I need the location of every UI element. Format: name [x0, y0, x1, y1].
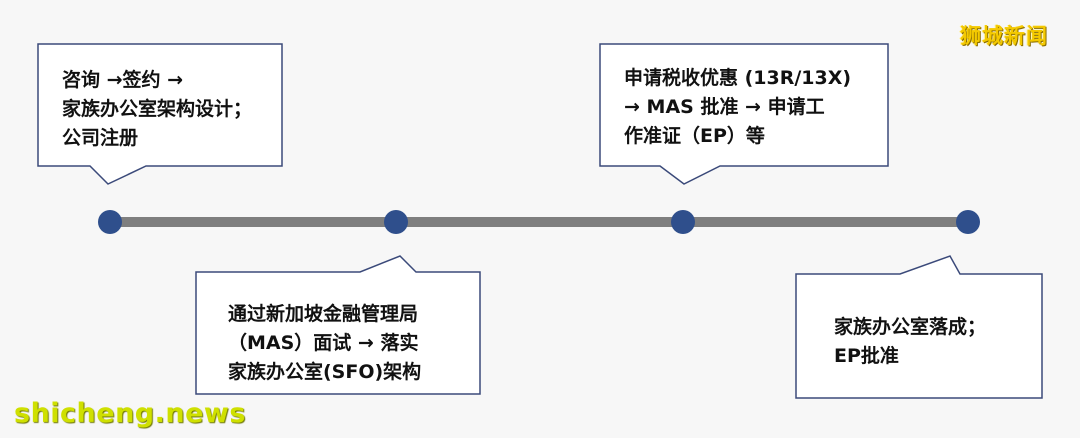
stage-3-line-2: → MAS 批准 → 申请工	[624, 96, 825, 118]
stage-note-3: 申请税收优惠 (13R/13X) → MAS 批准 → 申请工 作准证（EP）等	[624, 64, 874, 151]
callout-box-4	[795, 255, 1043, 399]
watermark-logo: 狮城新闻	[960, 24, 1048, 48]
stage-1-line-3: 公司注册	[62, 127, 139, 149]
timeline-node-2	[384, 210, 408, 234]
callout-box-1	[37, 43, 283, 185]
stage-4-line-1: 家族办公室落成；	[834, 316, 987, 338]
stage-note-4: 家族办公室落成； EP批准	[834, 313, 1024, 371]
stage-note-2: 通过新加坡金融管理局 （MAS）面试 → 落实 家族办公室(SFO)架构	[228, 300, 468, 387]
stage-3-line-1: 申请税收优惠 (13R/13X)	[624, 67, 852, 89]
timeline-node-4	[956, 210, 980, 234]
timeline-node-1	[98, 210, 122, 234]
stage-4-line-2: EP批准	[834, 345, 899, 367]
stage-1-line-1: 咨询 →签约 →	[62, 69, 184, 91]
callout-box-2	[195, 255, 481, 395]
stage-2-line-1: 通过新加坡金融管理局	[228, 303, 419, 325]
stage-2-line-2: （MAS）面试 → 落实	[228, 332, 419, 354]
stage-1-line-2: 家族办公室架构设计；	[62, 98, 253, 120]
callout-box-3	[599, 43, 889, 185]
timeline-node-3	[671, 210, 695, 234]
footer-site-name: shicheng.news	[14, 398, 246, 429]
stage-note-1: 咨询 →签约 → 家族办公室架构设计； 公司注册	[62, 66, 282, 153]
stage-2-line-3: 家族办公室(SFO)架构	[228, 361, 422, 383]
stage-3-line-3: 作准证（EP）等	[624, 125, 765, 147]
